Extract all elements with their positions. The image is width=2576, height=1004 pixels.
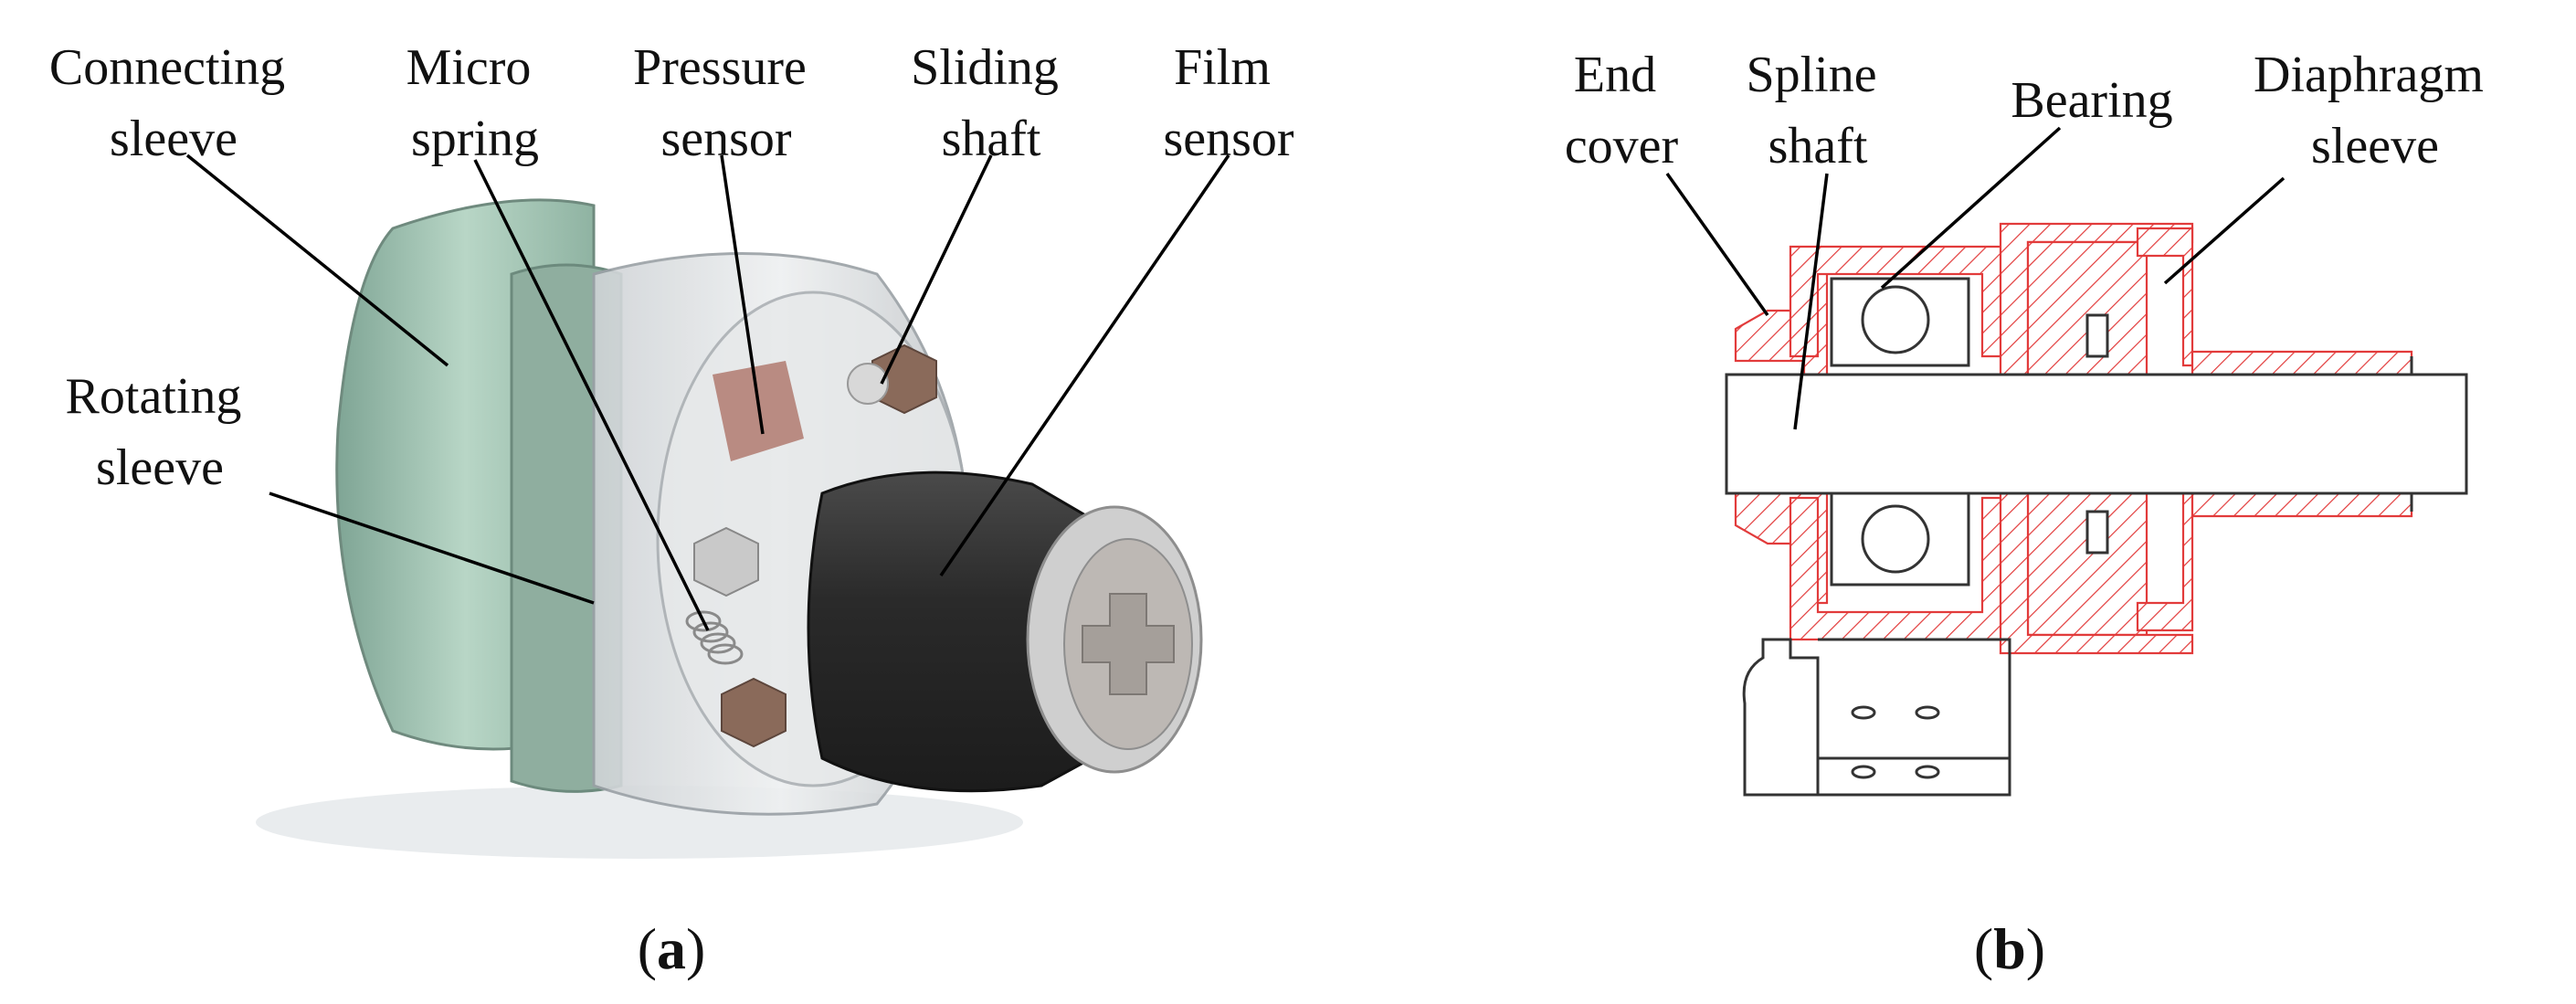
shaft-sleeve-upper bbox=[2191, 350, 2413, 376]
leader-end-cover bbox=[1665, 172, 1769, 317]
leader-diaphragm-sleeve bbox=[2163, 176, 2286, 285]
panel-a: Connecting sleeve Micro spring Pressure … bbox=[49, 39, 1294, 981]
spline-cross-slot bbox=[1082, 593, 1175, 695]
label-micro-spring: Micro spring bbox=[406, 39, 544, 167]
bearing-upper bbox=[1830, 277, 1970, 367]
caption-b: (b) bbox=[1974, 916, 2045, 981]
label-rotating-sleeve: Rotating sleeve bbox=[66, 368, 255, 496]
label-bearing: Bearing bbox=[2011, 72, 2172, 129]
diaphragm-pad-lower bbox=[2085, 510, 2109, 555]
sensor-assembly-render bbox=[256, 198, 1203, 859]
diaphragm-pad-upper bbox=[2085, 313, 2109, 358]
label-film-sensor: Film sensor bbox=[1163, 39, 1293, 167]
bearing-lower bbox=[1830, 491, 1970, 587]
label-diaphragm-sleeve: Diaphragm sleeve bbox=[2254, 47, 2497, 174]
caption-a: (a) bbox=[638, 916, 706, 981]
sliding-shaft-head bbox=[847, 363, 889, 405]
leader-connecting-sleeve bbox=[185, 153, 449, 367]
cross-section-drawing bbox=[1725, 222, 2468, 797]
label-sliding-shaft: Sliding shaft bbox=[911, 39, 1072, 167]
rotating-body-web-lower bbox=[2026, 482, 2148, 637]
leader-sliding-shaft bbox=[880, 154, 993, 385]
leader-spline-shaft bbox=[1793, 173, 1829, 430]
hex-nut-lower bbox=[721, 677, 787, 748]
spline-shaft bbox=[1725, 373, 2468, 495]
label-connecting-sleeve: Connecting sleeve bbox=[49, 39, 298, 167]
shaft-sleeve-lower bbox=[2191, 491, 2413, 518]
label-end-cover: End cover bbox=[1565, 47, 1679, 174]
micro-spring-coil bbox=[685, 610, 744, 665]
diaphragm-sleeve-upper bbox=[2136, 227, 2194, 367]
leader-rotating-sleeve bbox=[269, 491, 595, 605]
label-pressure-sensor: Pressure sensor bbox=[633, 39, 819, 167]
label-spline-shaft: Spline shaft bbox=[1746, 47, 1889, 174]
leader-film-sensor bbox=[939, 154, 1230, 576]
leader-micro-spring bbox=[473, 159, 710, 631]
mounting-bracket bbox=[1742, 638, 2011, 797]
leader-pressure-sensor bbox=[720, 154, 765, 435]
leader-bearing bbox=[1880, 126, 2062, 290]
hex-nut-left bbox=[693, 526, 759, 597]
panel-b: End cover Spline shaft Bearing Diaphragm… bbox=[1565, 47, 2497, 981]
